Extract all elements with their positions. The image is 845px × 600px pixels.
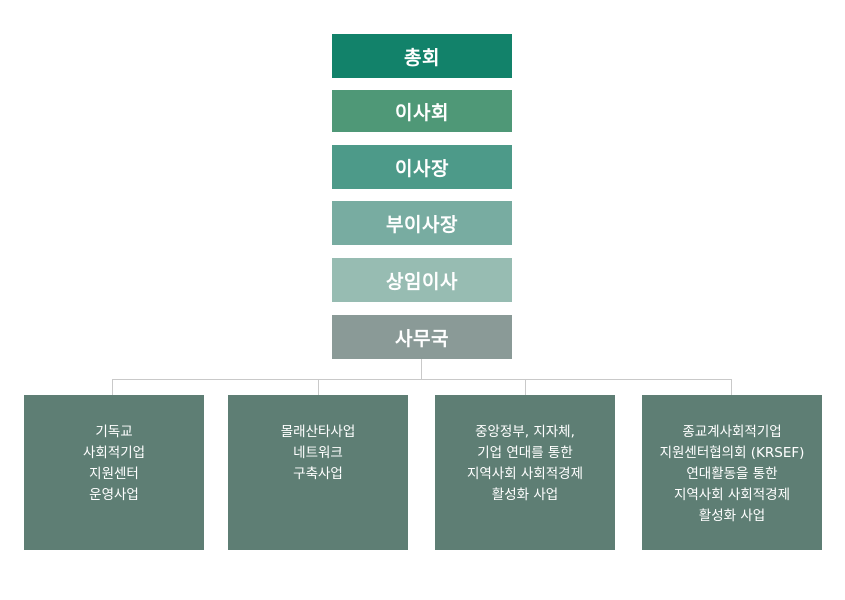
node-standing-director: 상임이사	[332, 258, 512, 302]
drop-connector-4	[731, 379, 732, 395]
project-line: 연대활동을 통한	[686, 466, 778, 482]
node-secretariat: 사무국	[332, 315, 512, 359]
drop-connector-3	[525, 379, 526, 395]
project-line: 운영사업	[89, 487, 139, 503]
project-line: 몰래산타사업	[280, 424, 356, 440]
project-line: 사회적기업	[82, 445, 146, 461]
project-box-4: 종교계사회적기업 지원센터협의회 (KRSEF) 연대활동을 통한 지역사회 사…	[642, 395, 822, 550]
node-general-assembly: 총회	[332, 34, 512, 78]
project-line: 지원센터협의회 (KRSEF)	[659, 445, 805, 461]
project-line: 지역사회 사회적경제	[673, 487, 791, 503]
drop-connector-1	[112, 379, 113, 395]
project-line: 기독교	[95, 424, 133, 440]
spine-connector	[421, 359, 422, 379]
project-line: 활성화 사업	[491, 487, 559, 503]
branch-connector	[112, 379, 731, 380]
project-box-3: 중앙정부, 지자체, 기업 연대를 통한 지역사회 사회적경제 활성화 사업	[435, 395, 615, 550]
node-board-of-directors: 이사회	[332, 90, 512, 132]
drop-connector-2	[318, 379, 319, 395]
project-line: 활성화 사업	[698, 508, 766, 524]
project-line: 중앙정부, 지자체,	[475, 424, 575, 440]
project-line: 구축사업	[293, 466, 343, 482]
node-vice-chairman: 부이사장	[332, 201, 512, 245]
project-line: 종교계사회적기업	[682, 424, 782, 440]
project-box-1: 기독교 사회적기업 지원센터 운영사업	[24, 395, 204, 550]
project-line: 네트워크	[293, 445, 343, 461]
project-line: 지역사회 사회적경제	[466, 466, 584, 482]
project-line: 기업 연대를 통한	[477, 445, 573, 461]
project-box-2: 몰래산타사업 네트워크 구축사업	[228, 395, 408, 550]
node-chairman: 이사장	[332, 145, 512, 189]
project-line: 지원센터	[89, 466, 139, 482]
